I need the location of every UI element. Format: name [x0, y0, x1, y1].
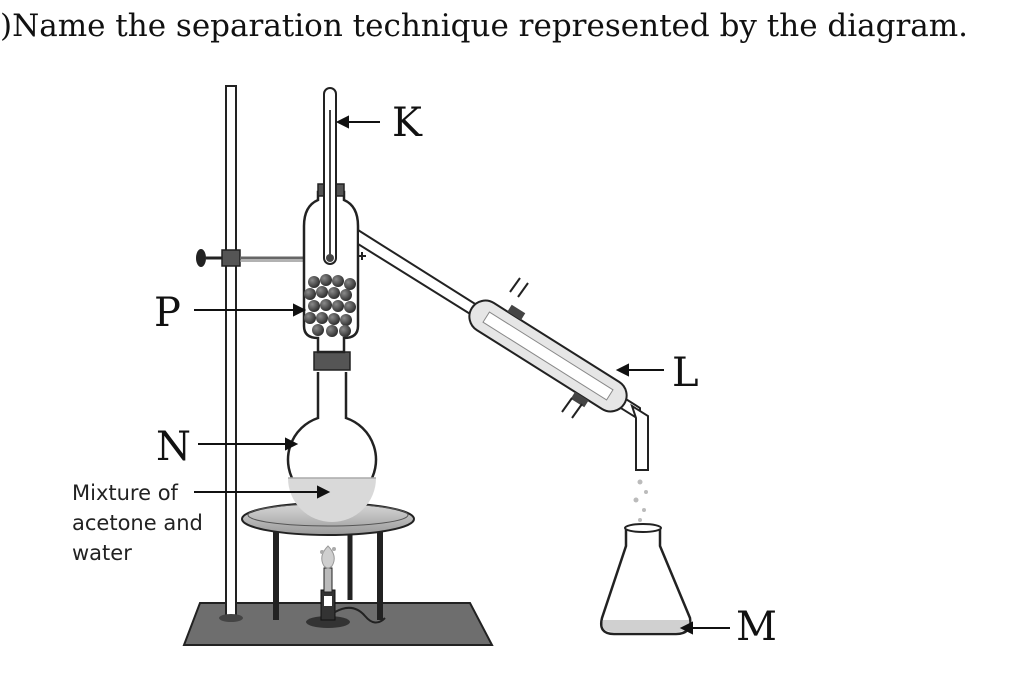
- pointer-arrows: [194, 115, 730, 635]
- stand-rod: [225, 85, 237, 621]
- clamp: [196, 249, 306, 267]
- label-p: P: [154, 290, 181, 336]
- flask-liquid: [288, 478, 376, 522]
- mixture-note-line-1: Mixture of: [72, 481, 179, 505]
- fractionating-column: [302, 183, 360, 354]
- question-text: )Name the separation technique represent…: [0, 8, 969, 44]
- tripod-stand: [273, 527, 383, 620]
- conical-flask: [600, 523, 692, 636]
- delivery-tube-end: [630, 403, 649, 471]
- flame: [320, 545, 336, 569]
- liebig-condenser: [468, 299, 628, 413]
- condenser-water-inlet: [509, 277, 529, 298]
- label-l: L: [672, 350, 699, 396]
- label-m: M: [736, 604, 777, 650]
- label-n: N: [156, 424, 191, 470]
- round-bottom-flask: [286, 351, 378, 522]
- thermometer: [323, 87, 337, 265]
- glass-beads: [304, 274, 356, 337]
- mixture-note-line-3: water: [72, 541, 132, 565]
- label-k: K: [392, 100, 423, 146]
- distillate-liquid: [602, 620, 690, 632]
- mixture-note-line-2: acetone and: [72, 511, 203, 535]
- bunsen-burner: [306, 567, 386, 628]
- condenser-water-outlet: [561, 397, 583, 419]
